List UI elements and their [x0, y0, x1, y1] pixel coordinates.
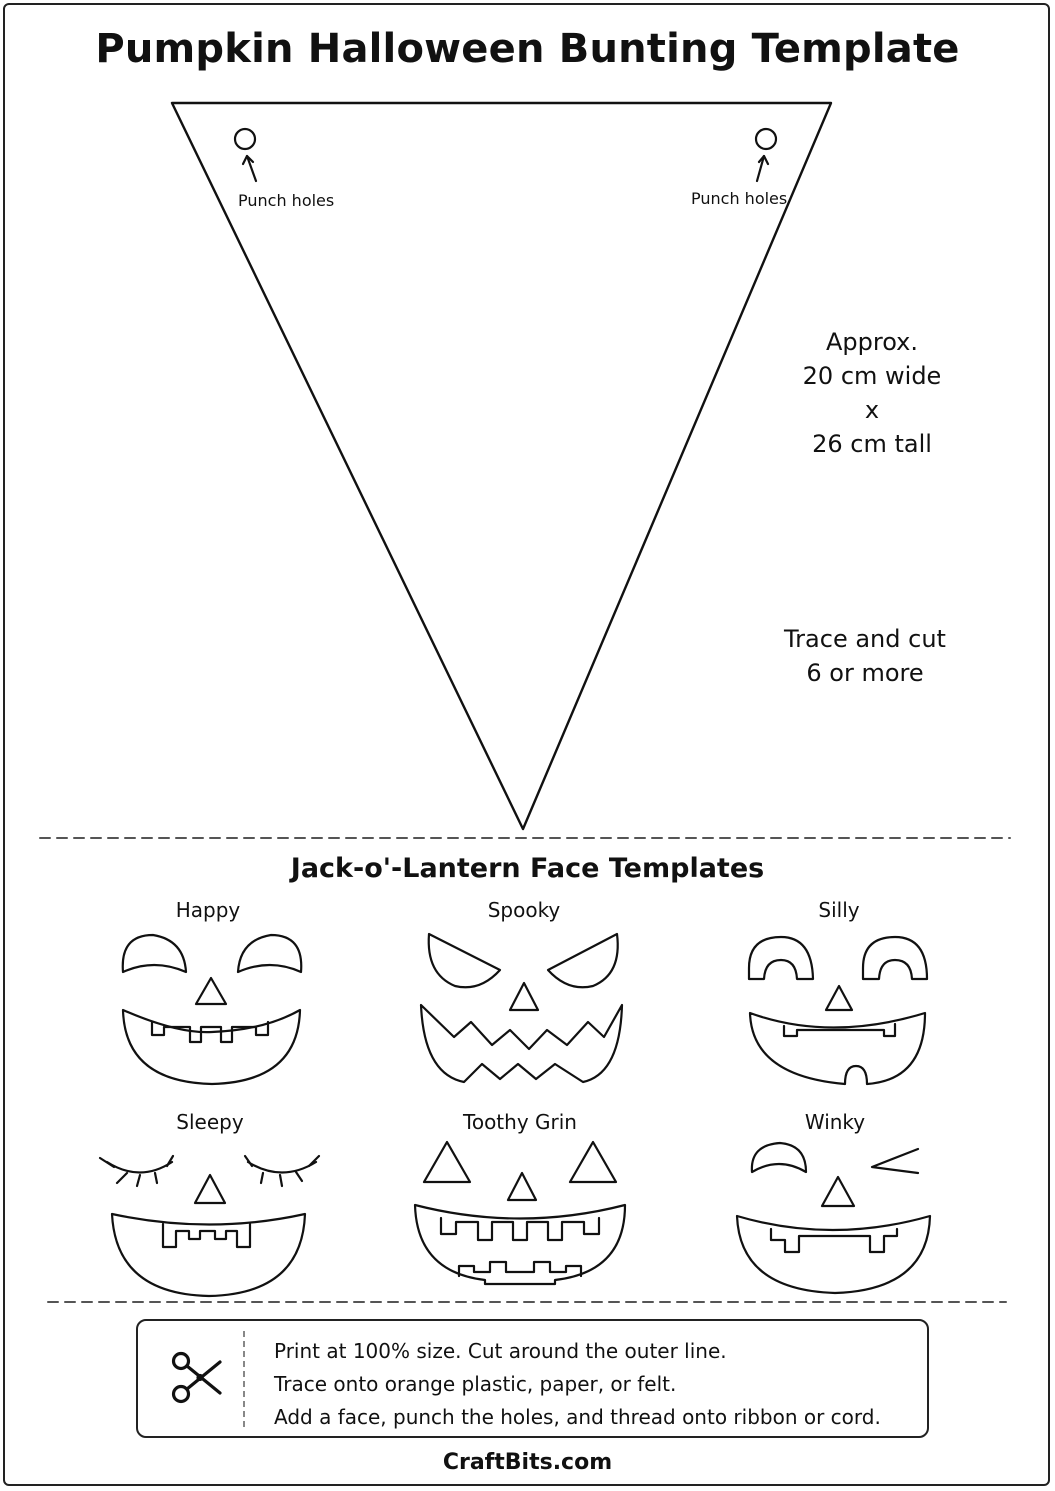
- punch-hole-left: [233, 127, 257, 151]
- pennant-outline: [170, 101, 833, 831]
- face-label-spooky: Spooky: [487, 898, 561, 922]
- instructions-box: Print at 100% size. Cut around the outer…: [136, 1319, 929, 1438]
- face-winky-drawing: [735, 1141, 932, 1295]
- face-silly-drawing: [747, 935, 929, 1086]
- size-note-line: 20 cm wide: [802, 362, 942, 390]
- cut-note-line: Trace and cut: [784, 625, 946, 653]
- punch-hole-right: [754, 127, 778, 151]
- instruction-line: Print at 100% size. Cut around the outer…: [274, 1339, 727, 1363]
- face-sleepy-drawing: [98, 1154, 321, 1298]
- footer-site: CraftBits.com: [442, 1450, 613, 1475]
- page-title: Pumpkin Halloween Bunting Template: [95, 26, 960, 72]
- face-spooky-drawing: [419, 932, 624, 1084]
- face-toothy-grin-drawing: [413, 1140, 627, 1286]
- size-note-line: Approx.: [825, 328, 918, 356]
- face-label-happy: Happy: [175, 898, 241, 922]
- face-happy-drawing: [121, 933, 303, 1086]
- instructions-text: Print at 100% size. Cut around the outer…: [274, 1335, 881, 1434]
- scissors-icon: [168, 1349, 224, 1411]
- size-note-line: x: [864, 396, 880, 424]
- face-label-sleepy: Sleepy: [176, 1110, 244, 1134]
- size-note: Approx. 20 cm wide x 26 cm tall: [762, 325, 982, 461]
- instruction-line: Trace onto orange plastic, paper, or fel…: [274, 1372, 677, 1396]
- arrow-icon-right: [755, 154, 770, 183]
- punch-label-right: Punch holes: [691, 189, 788, 208]
- cut-note-line: 6 or more: [806, 659, 924, 687]
- arrow-icon-left: [241, 154, 258, 183]
- punch-label-left: Punch holes: [238, 191, 335, 210]
- instructions-divider: [243, 1331, 245, 1427]
- faces-section-title: Jack-o'-Lantern Face Templates: [290, 853, 765, 884]
- face-label-silly: Silly: [818, 898, 860, 922]
- page-frame: [3, 3, 1050, 1486]
- face-label-winky: Winky: [804, 1110, 866, 1134]
- instruction-line: Add a face, punch the holes, and thread …: [274, 1405, 881, 1429]
- cut-note: Trace and cut 6 or more: [755, 622, 975, 690]
- face-label-toothy-grin: Toothy Grin: [463, 1110, 577, 1134]
- size-note-line: 26 cm tall: [812, 430, 932, 458]
